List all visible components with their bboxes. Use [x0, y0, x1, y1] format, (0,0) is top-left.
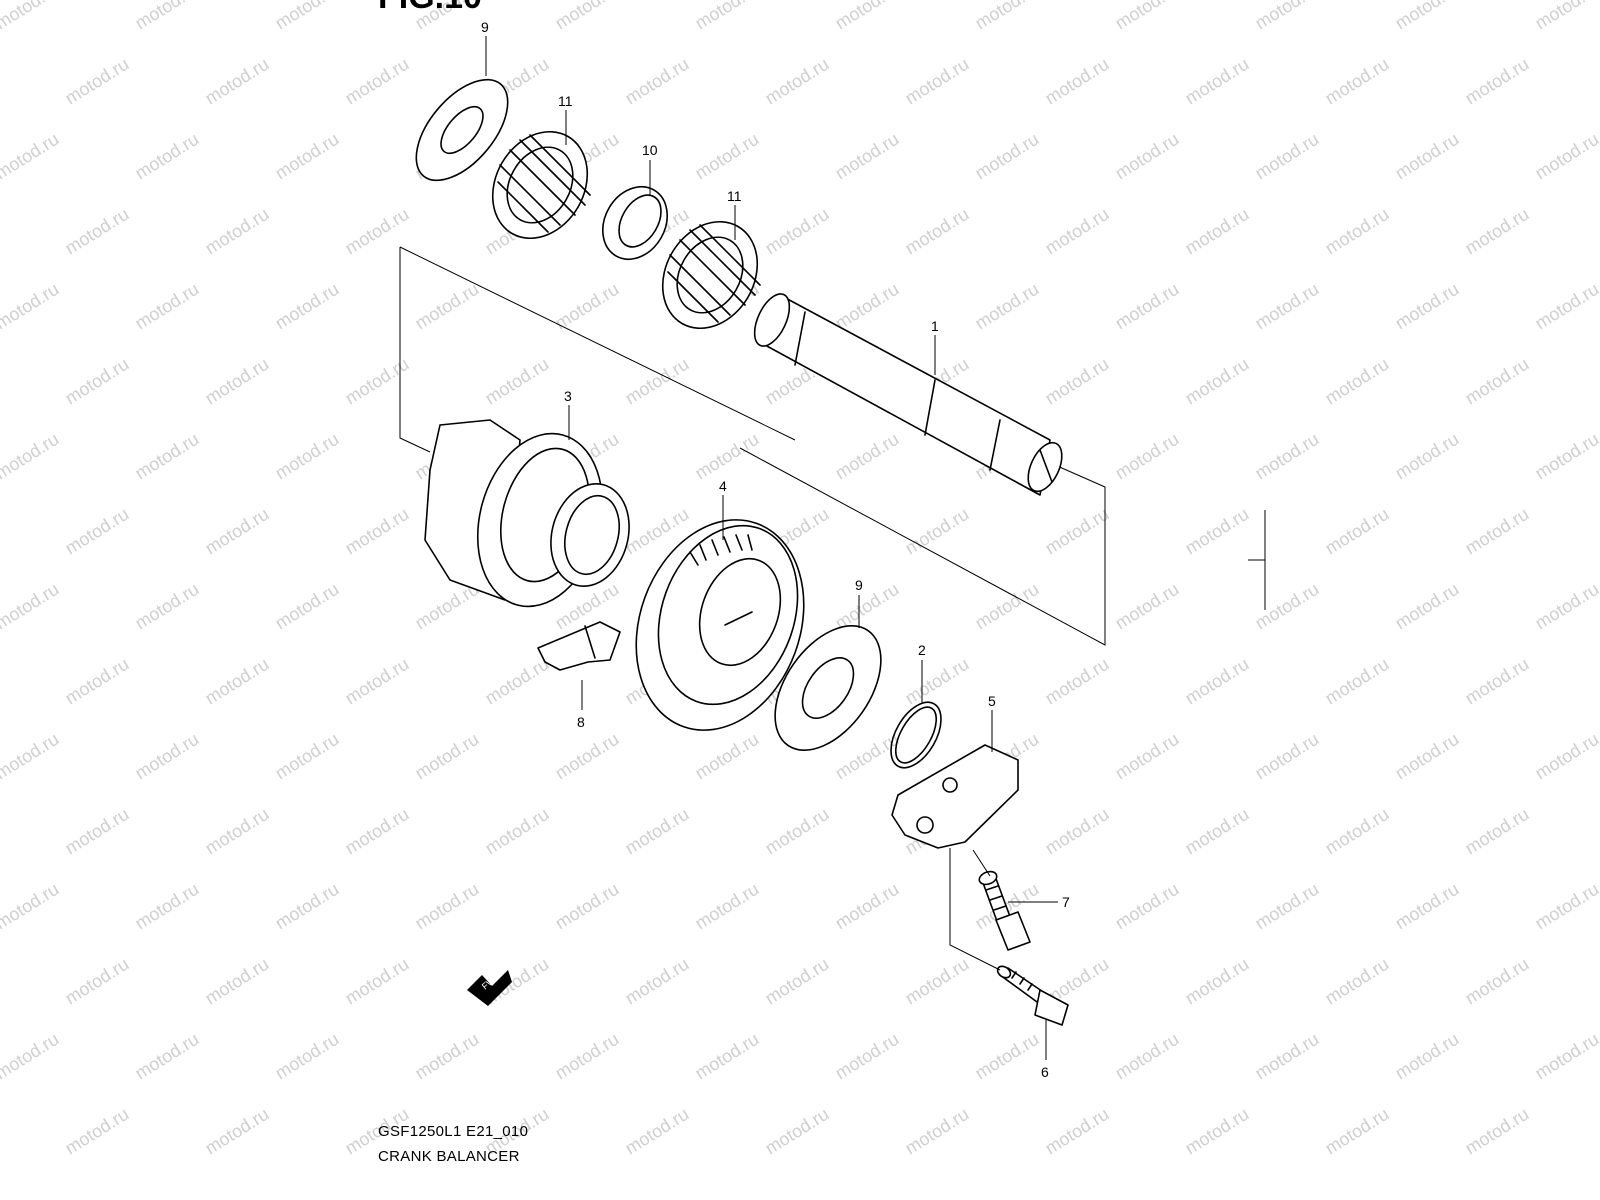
callout-5: 5 [988, 693, 996, 709]
balancer-shaft [753, 293, 1063, 496]
callout-9-top: 9 [481, 19, 489, 35]
callout-10: 10 [642, 142, 658, 158]
balancer-drive-gear [635, 519, 805, 731]
callout-8: 8 [577, 714, 585, 730]
callout-11-lower: 11 [727, 188, 742, 204]
callout-11-upper: 11 [558, 93, 573, 109]
assembly-frame [399, 246, 1266, 646]
balancer-weight [424, 419, 630, 608]
model-code: GSF1250L1 E21_010 [378, 1123, 529, 1140]
callout-3: 3 [564, 388, 572, 404]
callout-1: 1 [931, 318, 939, 334]
callout-2: 2 [918, 642, 926, 658]
callout-9-bottom: 9 [855, 577, 863, 593]
leader-lines [485, 36, 1058, 1060]
flange-bolt [996, 965, 1069, 1026]
thrust-washer-top [415, 78, 509, 182]
woodruff-key [537, 621, 621, 671]
callout-4: 4 [719, 478, 727, 494]
fwd-arrow: FWD [467, 970, 512, 1006]
o-ring [890, 701, 942, 769]
section-name: CRANK BALANCER [378, 1148, 520, 1165]
callout-6: 6 [1041, 1064, 1049, 1080]
needle-bearing-lower [661, 220, 761, 330]
bracket-bolt [978, 870, 1031, 951]
thrust-washer-bottom [774, 625, 882, 751]
needle-bearing-upper [491, 130, 591, 240]
callouts: 9 11 10 11 1 3 4 9 2 5 8 7 6 [481, 19, 1070, 1080]
callout-7: 7 [1062, 894, 1070, 910]
spacer-ring [602, 186, 668, 260]
balancer-bracket [891, 744, 1019, 849]
figure-title: FIG.10 [378, 0, 482, 17]
